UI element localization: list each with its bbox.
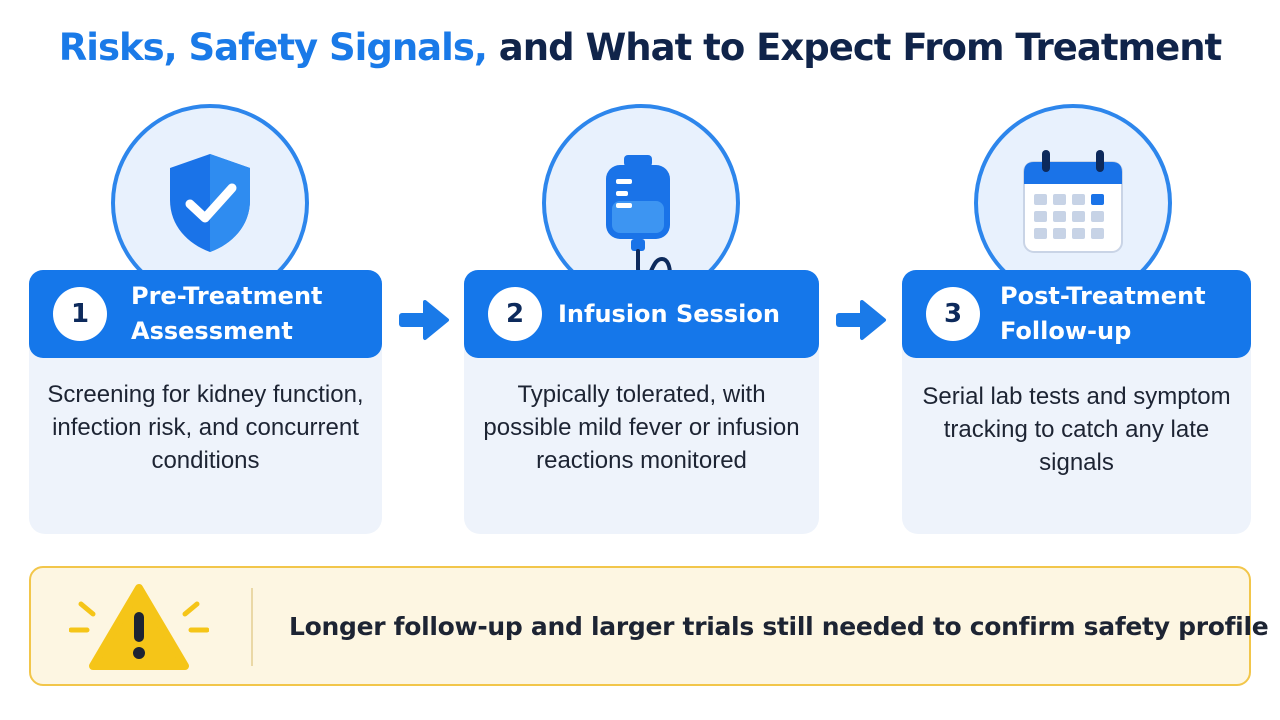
step-3-icon-ring [974, 104, 1172, 302]
step-1-title: Pre-Treatment Assessment [131, 282, 323, 345]
arrow-right-icon [399, 300, 449, 340]
page-title-rest: and What to Expect From Treatment [486, 26, 1222, 69]
calendar-icon [1023, 150, 1123, 253]
warning-icon [69, 584, 209, 670]
step-2-icon-ring [542, 104, 740, 302]
step-1-card: 1 Pre-Treatment Assessment Screening for… [29, 270, 382, 534]
safety-notice-banner: Longer follow-up and larger trials still… [29, 566, 1269, 686]
step-3-title: Post-Treatment Follow-up [1000, 282, 1206, 345]
safety-notice-text: Longer follow-up and larger trials still… [289, 611, 1269, 641]
step-3-description: Serial lab tests and symptom tracking to… [922, 383, 1231, 476]
step-1-number: 1 [53, 287, 107, 341]
page-title: Risks, Safety Signals, and What to Expec… [0, 26, 1280, 69]
arrow-right-icon [836, 300, 886, 340]
step-1-description: Screening for kidney function, infection… [47, 381, 364, 474]
shield-check-icon [170, 154, 250, 252]
iv-bag-icon [606, 155, 672, 279]
step-2-title: Infusion Session [558, 299, 780, 328]
page-title-accent: Risks, Safety Signals, [58, 26, 488, 69]
step-3-number: 3 [926, 287, 980, 341]
step-2-description: Typically tolerated, with possible mild … [483, 381, 800, 474]
step-1-icon-ring [111, 104, 309, 302]
notice-divider [251, 588, 253, 666]
step-2-header: 2 Infusion Session [464, 270, 819, 358]
step-3-header: 3 Post-Treatment Follow-up [902, 270, 1251, 358]
step-2-card: 2 Infusion Session Typically tolerated, … [464, 270, 819, 534]
step-3-card: 3 Post-Treatment Follow-up Serial lab te… [902, 270, 1251, 534]
step-2-number: 2 [488, 287, 542, 341]
step-1-header: 1 Pre-Treatment Assessment [29, 270, 382, 358]
